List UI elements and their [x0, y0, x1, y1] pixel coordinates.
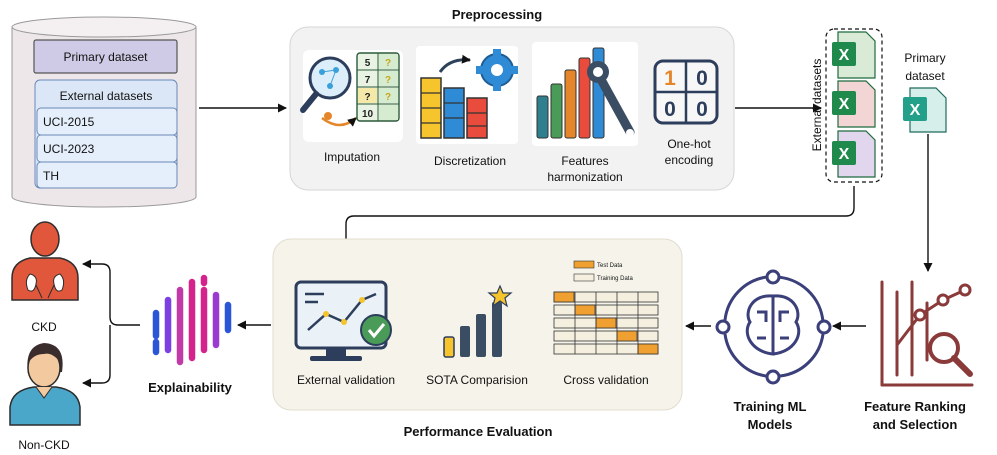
explainability-label: Explainability	[148, 380, 233, 395]
excel-file-icon: X	[832, 130, 876, 178]
primary-dataset-label-line1: Primary	[904, 51, 945, 65]
one-hot-cell: 0	[696, 98, 708, 121]
svg-text:?: ?	[385, 92, 391, 103]
cross-validation-icon: Test Data Training Data	[553, 260, 659, 355]
primary-dataset-label: Primary dataset	[63, 50, 148, 64]
training-label-line2: Models	[748, 417, 793, 432]
cross-validation-label: Cross validation	[563, 373, 648, 387]
one-hot-icon: 1 0 0 0	[653, 59, 719, 125]
svg-text:?: ?	[385, 58, 391, 69]
arrow-to-external-validation	[341, 186, 855, 276]
ckd-patient-icon	[11, 221, 79, 301]
ckd-label: CKD	[31, 320, 57, 334]
one-hot-label-line1: One-hot	[667, 137, 711, 151]
svg-text:X: X	[839, 96, 850, 113]
brain-cycle-icon	[715, 269, 832, 385]
primary-dataset-box	[33, 39, 178, 74]
training-label-line1: Training ML	[734, 399, 807, 414]
explainability-icon	[143, 270, 237, 374]
discretization-label: Discretization	[434, 154, 506, 168]
non-ckd-patient-icon	[9, 343, 81, 426]
discretization-icon	[416, 46, 518, 144]
legend-training-label: Training Data	[597, 276, 633, 282]
feature-ranking-icon	[880, 280, 974, 387]
primary-dataset-label-line2: dataset	[905, 69, 945, 83]
external-datasets-header: External datasets	[60, 89, 153, 103]
svg-text:X: X	[910, 102, 921, 119]
harmonization-label-line1: Features	[561, 154, 608, 168]
harmonization-icon	[532, 42, 638, 146]
dataset-item-label: UCI-2015	[43, 115, 95, 129]
one-hot-label-line2: encoding	[665, 153, 714, 167]
imputation-icon: 5 7 ? 10 ? ? ?	[300, 50, 403, 142]
imputation-label: Imputation	[324, 150, 380, 164]
dataset-item-th	[36, 161, 178, 189]
imputation-cell: 5	[365, 58, 371, 69]
primary-excel-icon: X	[903, 87, 947, 133]
arrow-to-non-ckd	[82, 325, 111, 388]
sota-comparison-label: SOTA Comparision	[426, 373, 528, 387]
svg-text:X: X	[839, 47, 850, 64]
feature-ranking-label-line1: Feature Ranking	[864, 399, 966, 414]
harmonization-label-line2: harmonization	[547, 170, 622, 184]
dataset-item-label: TH	[43, 169, 59, 183]
external-datasets-group	[825, 28, 883, 183]
feature-ranking-label-line2: and Selection	[873, 417, 958, 432]
one-hot-cell: 1	[664, 67, 676, 90]
one-hot-cell: 0	[664, 98, 676, 121]
svg-text:X: X	[839, 146, 850, 163]
imputation-cell: 10	[362, 109, 374, 120]
excel-file-icon: X	[832, 80, 876, 128]
preprocessing-title: Preprocessing	[452, 7, 542, 22]
svg-text:?: ?	[385, 75, 391, 86]
arrow-to-ckd	[82, 259, 140, 326]
imputation-cell: ?	[364, 92, 370, 103]
sota-comparison-icon	[443, 284, 513, 358]
database-cylinder: Primary dataset External datasets UCI-20…	[11, 16, 197, 208]
external-datasets-vertical-label: External datasets	[810, 59, 824, 152]
external-validation-label: External validation	[297, 373, 395, 387]
non-ckd-label: Non-CKD	[18, 438, 70, 452]
one-hot-cell: 0	[696, 67, 708, 90]
legend-test-label: Test Data	[597, 263, 623, 269]
imputation-cell: 7	[365, 75, 371, 86]
excel-file-icon: X	[832, 31, 876, 79]
dataset-item-label: UCI-2023	[43, 142, 95, 156]
external-validation-icon	[294, 280, 392, 361]
evaluation-title: Performance Evaluation	[404, 424, 553, 439]
